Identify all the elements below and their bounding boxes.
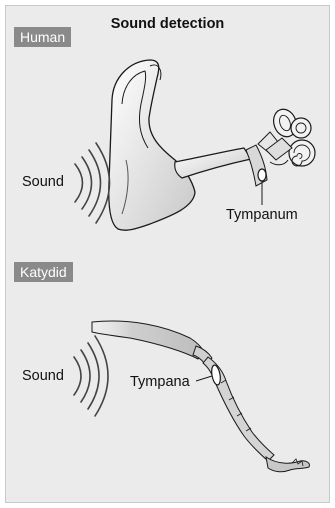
katydid-tag: Katydid bbox=[14, 262, 73, 282]
tympanum-label: Tympanum bbox=[226, 207, 298, 223]
tympana-pointer-line bbox=[196, 376, 212, 381]
tympana-marker bbox=[210, 364, 221, 385]
human-outer-ear bbox=[109, 60, 195, 230]
human-inner-ear bbox=[258, 106, 315, 166]
human-sound-waves bbox=[75, 143, 110, 223]
tympanum-marker bbox=[258, 169, 266, 181]
tympana-label: Tympana bbox=[130, 374, 190, 390]
katydid-sound-label: Sound bbox=[22, 368, 64, 384]
katydid-leg bbox=[92, 321, 309, 472]
human-sound-label: Sound bbox=[22, 174, 64, 190]
katydid-sound-waves bbox=[74, 336, 108, 416]
